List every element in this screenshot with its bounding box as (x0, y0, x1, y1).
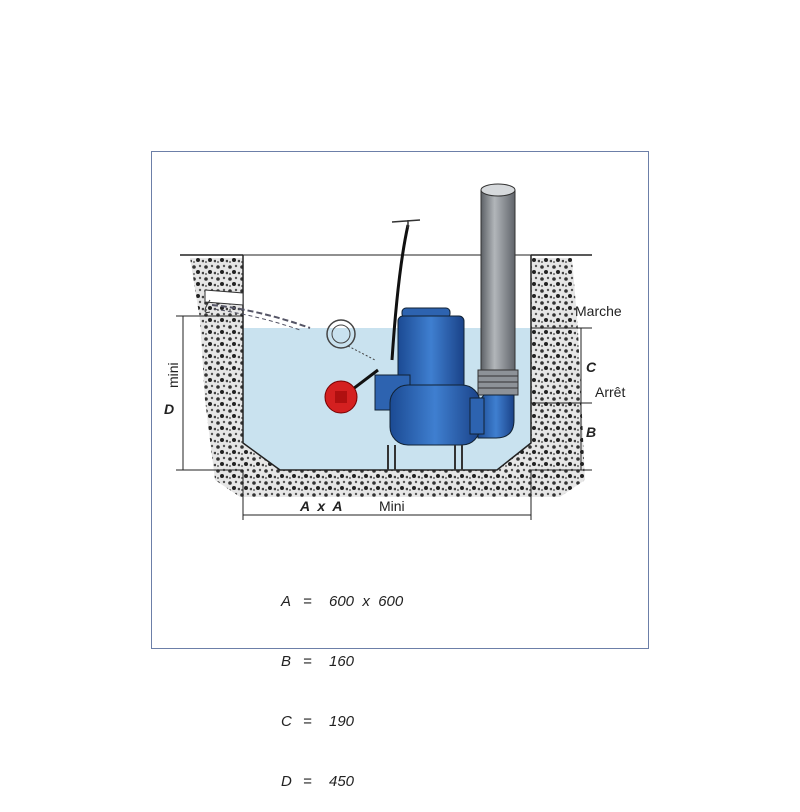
legend-key: A (281, 593, 292, 610)
legend-value: 190 (329, 713, 355, 730)
discharge-pipe (477, 183, 519, 439)
label-axa: A x A (299, 498, 343, 514)
legend-row-d: D = 450 (281, 772, 403, 792)
legend-value: 600 x 600 (329, 593, 404, 610)
power-cable (390, 224, 410, 361)
legend-key: D (281, 773, 292, 790)
legend-eq: = (303, 773, 312, 790)
inlet-pipe (204, 289, 311, 331)
label-axa-mini: Mini (379, 498, 405, 514)
dimension-lines (176, 315, 592, 520)
legend-key: C (281, 713, 292, 730)
label-b: B (586, 424, 596, 440)
label-c: C (586, 359, 597, 375)
legend-key: B (281, 653, 292, 670)
cable-hook (391, 219, 421, 228)
label-d: D (164, 401, 174, 417)
legend-eq: = (303, 653, 312, 670)
float-switch (324, 319, 379, 414)
legend-row-c: C = 190 (281, 712, 403, 732)
dimension-legend: A = 600 x 600 B = 160 C = 190 D = 450 (281, 552, 403, 812)
legend-eq: = (303, 593, 312, 610)
legend-value: 450 (329, 773, 355, 790)
diagram-frame (151, 151, 649, 649)
legend-value: 160 (329, 653, 355, 670)
label-start: Marche (575, 303, 622, 319)
label-stop: Arrêt (595, 384, 625, 400)
legend-row-a: A = 600 x 600 (281, 592, 403, 612)
legend-row-b: B = 160 (281, 652, 403, 672)
legend-eq: = (303, 713, 312, 730)
pump (374, 307, 485, 470)
label-d-mini: mini (165, 362, 181, 388)
